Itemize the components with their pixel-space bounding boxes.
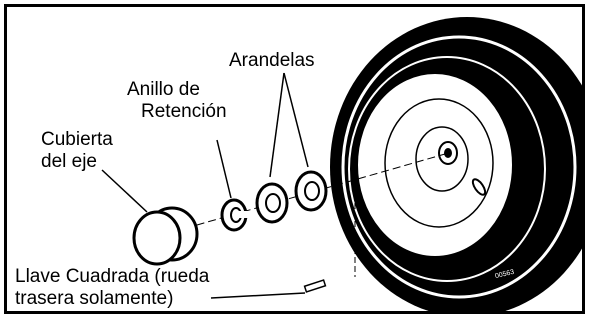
label-llave-line1: Llave Cuadrada (rueda: [15, 266, 210, 287]
washer-2-part: [294, 170, 328, 212]
label-arandelas: Arandelas: [229, 50, 315, 71]
label-anillo-line2: Retención: [141, 101, 227, 122]
axle-cap-part: [132, 206, 199, 266]
leader-key-horizontal: [210, 292, 306, 299]
washer-1-inner: [265, 193, 281, 213]
washer-2-inner: [304, 181, 320, 201]
leader-retaining-ring: [216, 139, 232, 199]
valve-stem: [471, 178, 487, 196]
tire-highlight-outer: [341, 35, 577, 299]
square-key: [303, 279, 327, 293]
leader-washer-left: [269, 72, 285, 178]
label-cubierta-line2: del eje: [41, 151, 97, 172]
leader-axle-cap: [101, 169, 148, 213]
leader-washer-right: [283, 72, 309, 168]
retaining-ring-gap: [238, 211, 250, 218]
wheel-assembly-illustration: [101, 17, 582, 311]
label-anillo-line1: Anillo de: [127, 79, 200, 100]
diagram-frame: Arandelas Anillo de Retención Cubierta d…: [4, 4, 585, 314]
washer-1-part: [255, 182, 289, 224]
label-cubierta-line1: Cubierta: [41, 129, 113, 150]
retaining-ring-part: [220, 198, 250, 232]
tire-highlight-inner: [348, 56, 546, 282]
label-llave-line2: trasera solamente): [15, 288, 174, 309]
square-key-part: [303, 279, 327, 293]
axle-cap-front: [132, 210, 182, 266]
axle-center: [444, 148, 452, 158]
wheel: [330, 17, 582, 311]
